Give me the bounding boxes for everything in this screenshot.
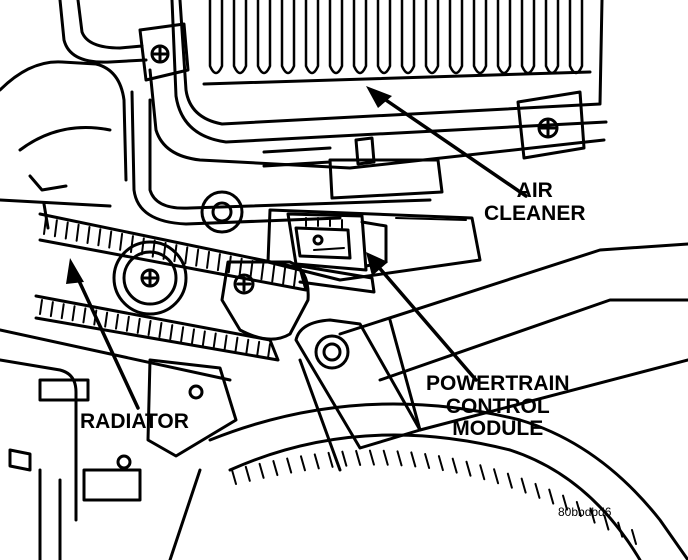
pulley [112, 240, 188, 316]
radiator-label: RADIATOR [80, 410, 189, 434]
pcm-label-line2: CONTROL [445, 394, 550, 418]
air-cleaner-ribs [208, 0, 584, 75]
pcm-label: POWERTRAIN CONTROL MODULE [426, 372, 570, 441]
pcm-label-line1: POWERTRAIN [426, 372, 570, 395]
engine-block-outline [0, 60, 244, 234]
fan-shroud [168, 402, 688, 560]
lower-mount-arm [294, 242, 688, 472]
pcm-label-line3: MODULE [452, 417, 544, 441]
powertrain-control-module [266, 208, 482, 294]
arrowheads [66, 86, 392, 284]
air-cleaner-label: AIR CLEANER [484, 179, 586, 225]
mounting-bracket [220, 260, 310, 341]
radiator-support [0, 212, 308, 560]
air-cleaner-label-line2: CLEANER [484, 201, 586, 225]
leader-arrows [72, 94, 528, 410]
radiator-label-text: RADIATOR [80, 410, 189, 433]
figure-code: 80bbdbd6 [558, 505, 612, 519]
air-cleaner-housing [58, 0, 608, 226]
air-cleaner-label-line1: AIR [516, 179, 553, 202]
